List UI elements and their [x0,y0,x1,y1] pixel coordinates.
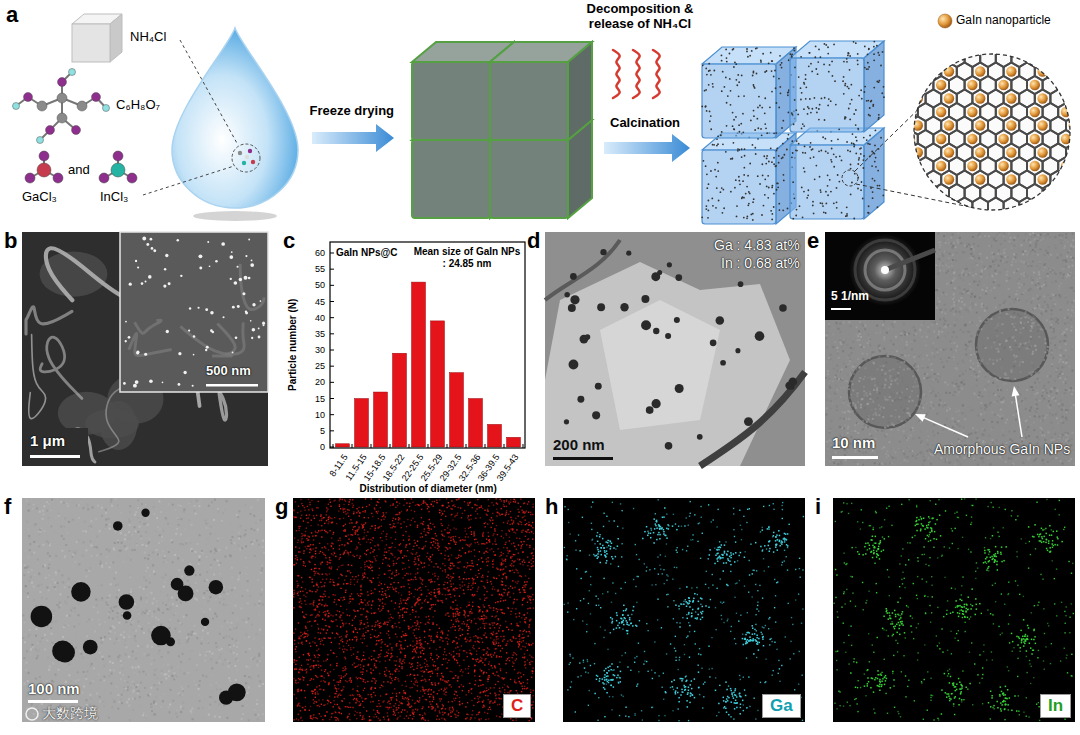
figure-page: {"diagram": { "nodes": [ {"text": ["b", … [0,0,1080,735]
